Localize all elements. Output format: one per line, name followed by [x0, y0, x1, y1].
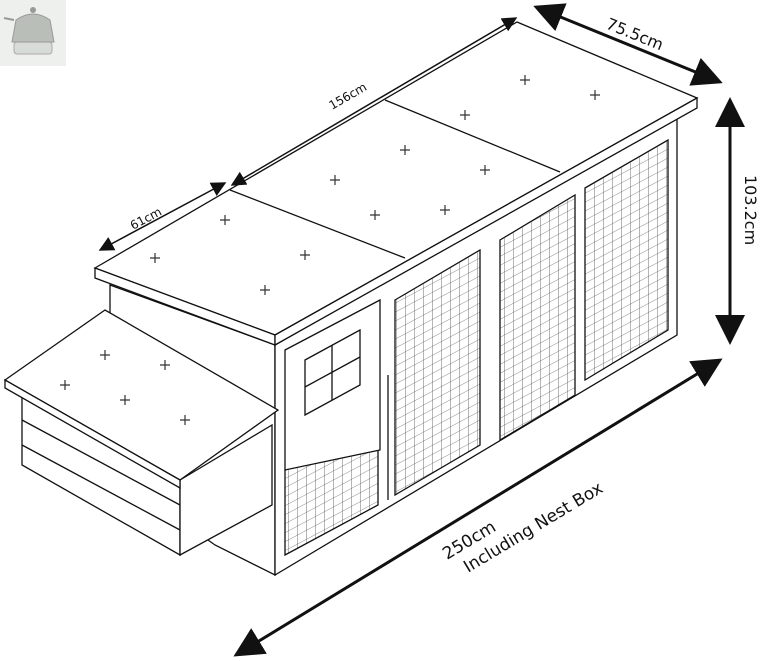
total-length-arrow: [233, 358, 723, 657]
crown-icon: [3, 7, 55, 55]
roof-depth-label: 61cm: [128, 205, 164, 233]
mesh-panel-right: [584, 138, 669, 382]
roof-depth-arrow: [98, 182, 227, 251]
roof-divider-1: [229, 189, 406, 259]
depth-arrow: [533, 3, 723, 86]
dimension-lines: [98, 3, 745, 657]
height-label: 103.2cm: [741, 175, 760, 245]
crown-logo: [0, 0, 66, 66]
length-arrow: [230, 17, 518, 186]
